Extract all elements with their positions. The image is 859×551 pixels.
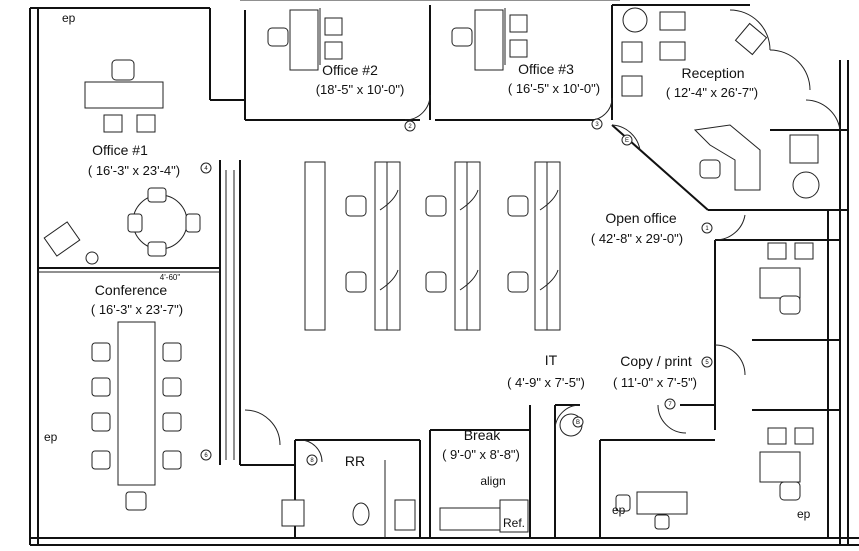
break-name: Break (464, 427, 502, 443)
office2-name: Office #2 (322, 62, 378, 78)
ep-label-bottom-center: ep (612, 503, 626, 517)
ep-label-left: ep (44, 430, 58, 444)
right-cubicle-furniture (759, 242, 814, 501)
open-office-dims: ( 42'-8" x 29'-0") (591, 231, 683, 246)
ep-label-top: ep (62, 11, 76, 25)
door-tag: 6 (200, 449, 212, 461)
room-labels: Office #1 ( 16'-3" x 23'-4") Office #2 (… (88, 61, 758, 469)
svg-text:E: E (625, 138, 629, 144)
open-office-name: Open office (605, 210, 677, 226)
svg-text:B: B (576, 420, 580, 426)
svg-text:7: 7 (668, 402, 672, 408)
door-tag: 7 (664, 398, 676, 410)
reception-dims: ( 12'-4" x 26'-7") (666, 85, 758, 100)
door-tag: 3 (591, 118, 603, 130)
svg-text:4: 4 (204, 166, 208, 172)
svg-text:5: 5 (705, 360, 709, 366)
door-tag: 5 (701, 356, 713, 368)
it-dims: ( 4'-9" x 7'-5") (507, 375, 585, 390)
ep-label-bottom-right: ep (797, 507, 811, 521)
office2-furniture (267, 8, 343, 71)
door-tag: B (572, 416, 584, 428)
office3-furniture (451, 8, 528, 71)
door-tag: 4 (200, 162, 212, 174)
door-tag: 8 (306, 454, 318, 466)
svg-text:1: 1 (705, 226, 709, 232)
office1-dims: ( 16'-3" x 23'-4") (88, 163, 180, 178)
break-dims: ( 9'-0" x 8'-8") (442, 447, 520, 462)
svg-text:2: 2 (408, 124, 412, 130)
door-swings (244, 9, 841, 463)
open-office-workstations (304, 161, 561, 331)
office3-dims: ( 16'-5" x 10'-0") (508, 81, 600, 96)
office1-name: Office #1 (92, 142, 148, 158)
door-tag: 1 (701, 222, 713, 234)
rr-name: RR (345, 453, 365, 469)
svg-text:8: 8 (310, 458, 314, 464)
copy-print-name: Copy / print (620, 353, 692, 369)
conference-name: Conference (95, 282, 168, 298)
svg-text:6: 6 (204, 453, 208, 459)
outer-walls (29, 0, 859, 546)
copy-print-dims: ( 11'-0" x 7'-5") (613, 375, 697, 390)
conference-furniture (91, 321, 182, 511)
partial-dimension: 4'-60" (160, 273, 181, 282)
it-name: IT (545, 352, 558, 368)
reception-furniture (621, 7, 820, 199)
door-tag: 2 (404, 120, 416, 132)
misc-labels: ep ep ep ep align Ref. 4'-60" (44, 11, 811, 530)
reception-name: Reception (681, 65, 744, 81)
door-tag: E (621, 134, 633, 146)
door-tags: 2 3 1 4 5 6 7 8 E B (200, 118, 713, 466)
ref-label: Ref. (503, 516, 525, 530)
office2-dims: (18'-5" x 10'-0") (316, 82, 405, 97)
office1-furniture (43, 59, 201, 265)
align-label: align (480, 474, 505, 488)
conference-dims: ( 16'-3" x 23'-7") (91, 302, 183, 317)
svg-text:3: 3 (595, 122, 599, 128)
office3-name: Office #3 (518, 61, 574, 77)
